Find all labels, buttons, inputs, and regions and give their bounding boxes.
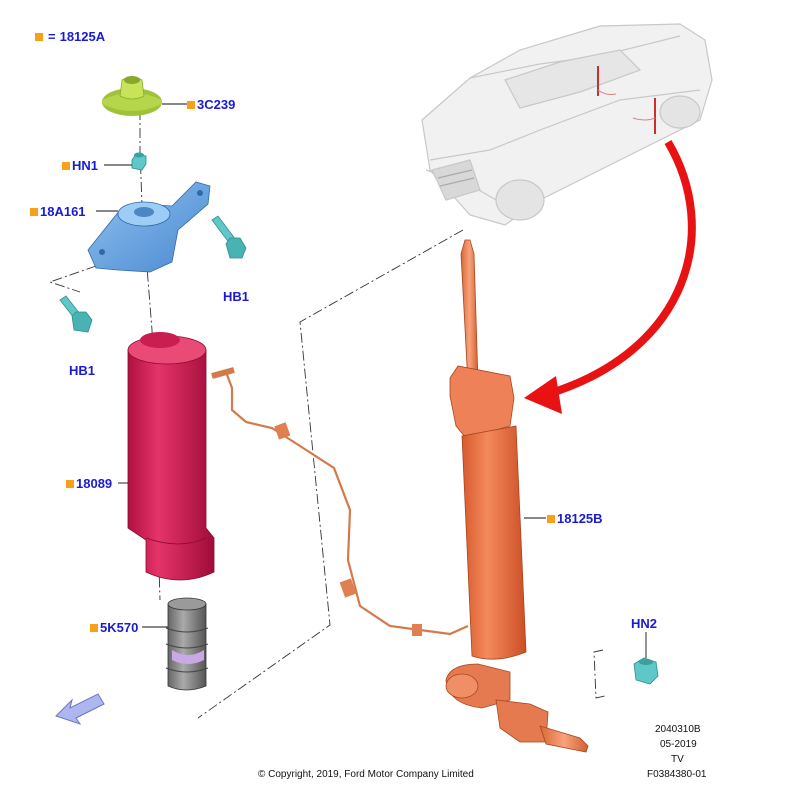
part-label: HN2 [631,616,658,631]
part-label: 3C239 [197,97,236,112]
upper-mount-3c239 [102,76,162,116]
bracket-18a161 [87,181,211,273]
part-label: 18125B [557,511,603,526]
orange-marker-icon [547,514,555,523]
legend-equals: = [48,29,56,44]
callout-hb1-left: HB1 [69,363,95,378]
nut-hn2 [633,657,659,685]
callout-hb1-right: HB1 [223,289,249,304]
orange-marker-icon [30,207,38,216]
orange-marker-icon [62,161,70,170]
copyright: © Copyright, 2019, Ford Motor Company Li… [258,769,474,780]
part-label: HB1 [69,363,96,378]
vehicle-outline [421,23,713,226]
callout-5k570: 5K570 [90,620,138,635]
callout-leader-lines [96,103,647,658]
bolt-hb1-right [211,215,247,259]
callout-18125b: 18125B [547,511,603,526]
diagram-code: 2040310B [655,724,701,735]
sensor-wire [211,367,469,636]
legend-meaning: 18125A [59,29,106,44]
vehicle-shock-location-markers [597,66,656,134]
red-direction-arrow [524,139,696,414]
figure-number: F0384380-01 [647,769,707,780]
orange-marker-icon [187,100,195,109]
callout-3c239: 3C239 [187,97,235,112]
part-label: HN1 [72,158,99,173]
part-label: HB1 [223,289,250,304]
orientation-arrow-icon [55,693,105,725]
diagram-tv: TV [671,754,684,765]
shock-absorber-18125b [445,239,589,753]
part-label: 5K570 [100,620,139,635]
boot-18089 [127,332,215,581]
diagram-date: 05-2019 [660,739,697,750]
part-label: 18089 [76,476,113,491]
part-label: 18A161 [40,204,86,219]
orange-marker-icon [66,479,74,488]
bolt-hb1-left [59,295,93,333]
callout-hn2: HN2 [631,616,657,631]
orange-marker-icon [35,32,43,41]
orange-marker-icon [90,623,98,632]
callout-18089: 18089 [66,476,112,491]
callout-hn1: HN1 [62,158,98,173]
bump-stop-5k570 [165,597,209,691]
callout-18a161: 18A161 [30,204,86,219]
legend: = 18125A [35,29,105,44]
nut-hn1 [131,152,147,171]
